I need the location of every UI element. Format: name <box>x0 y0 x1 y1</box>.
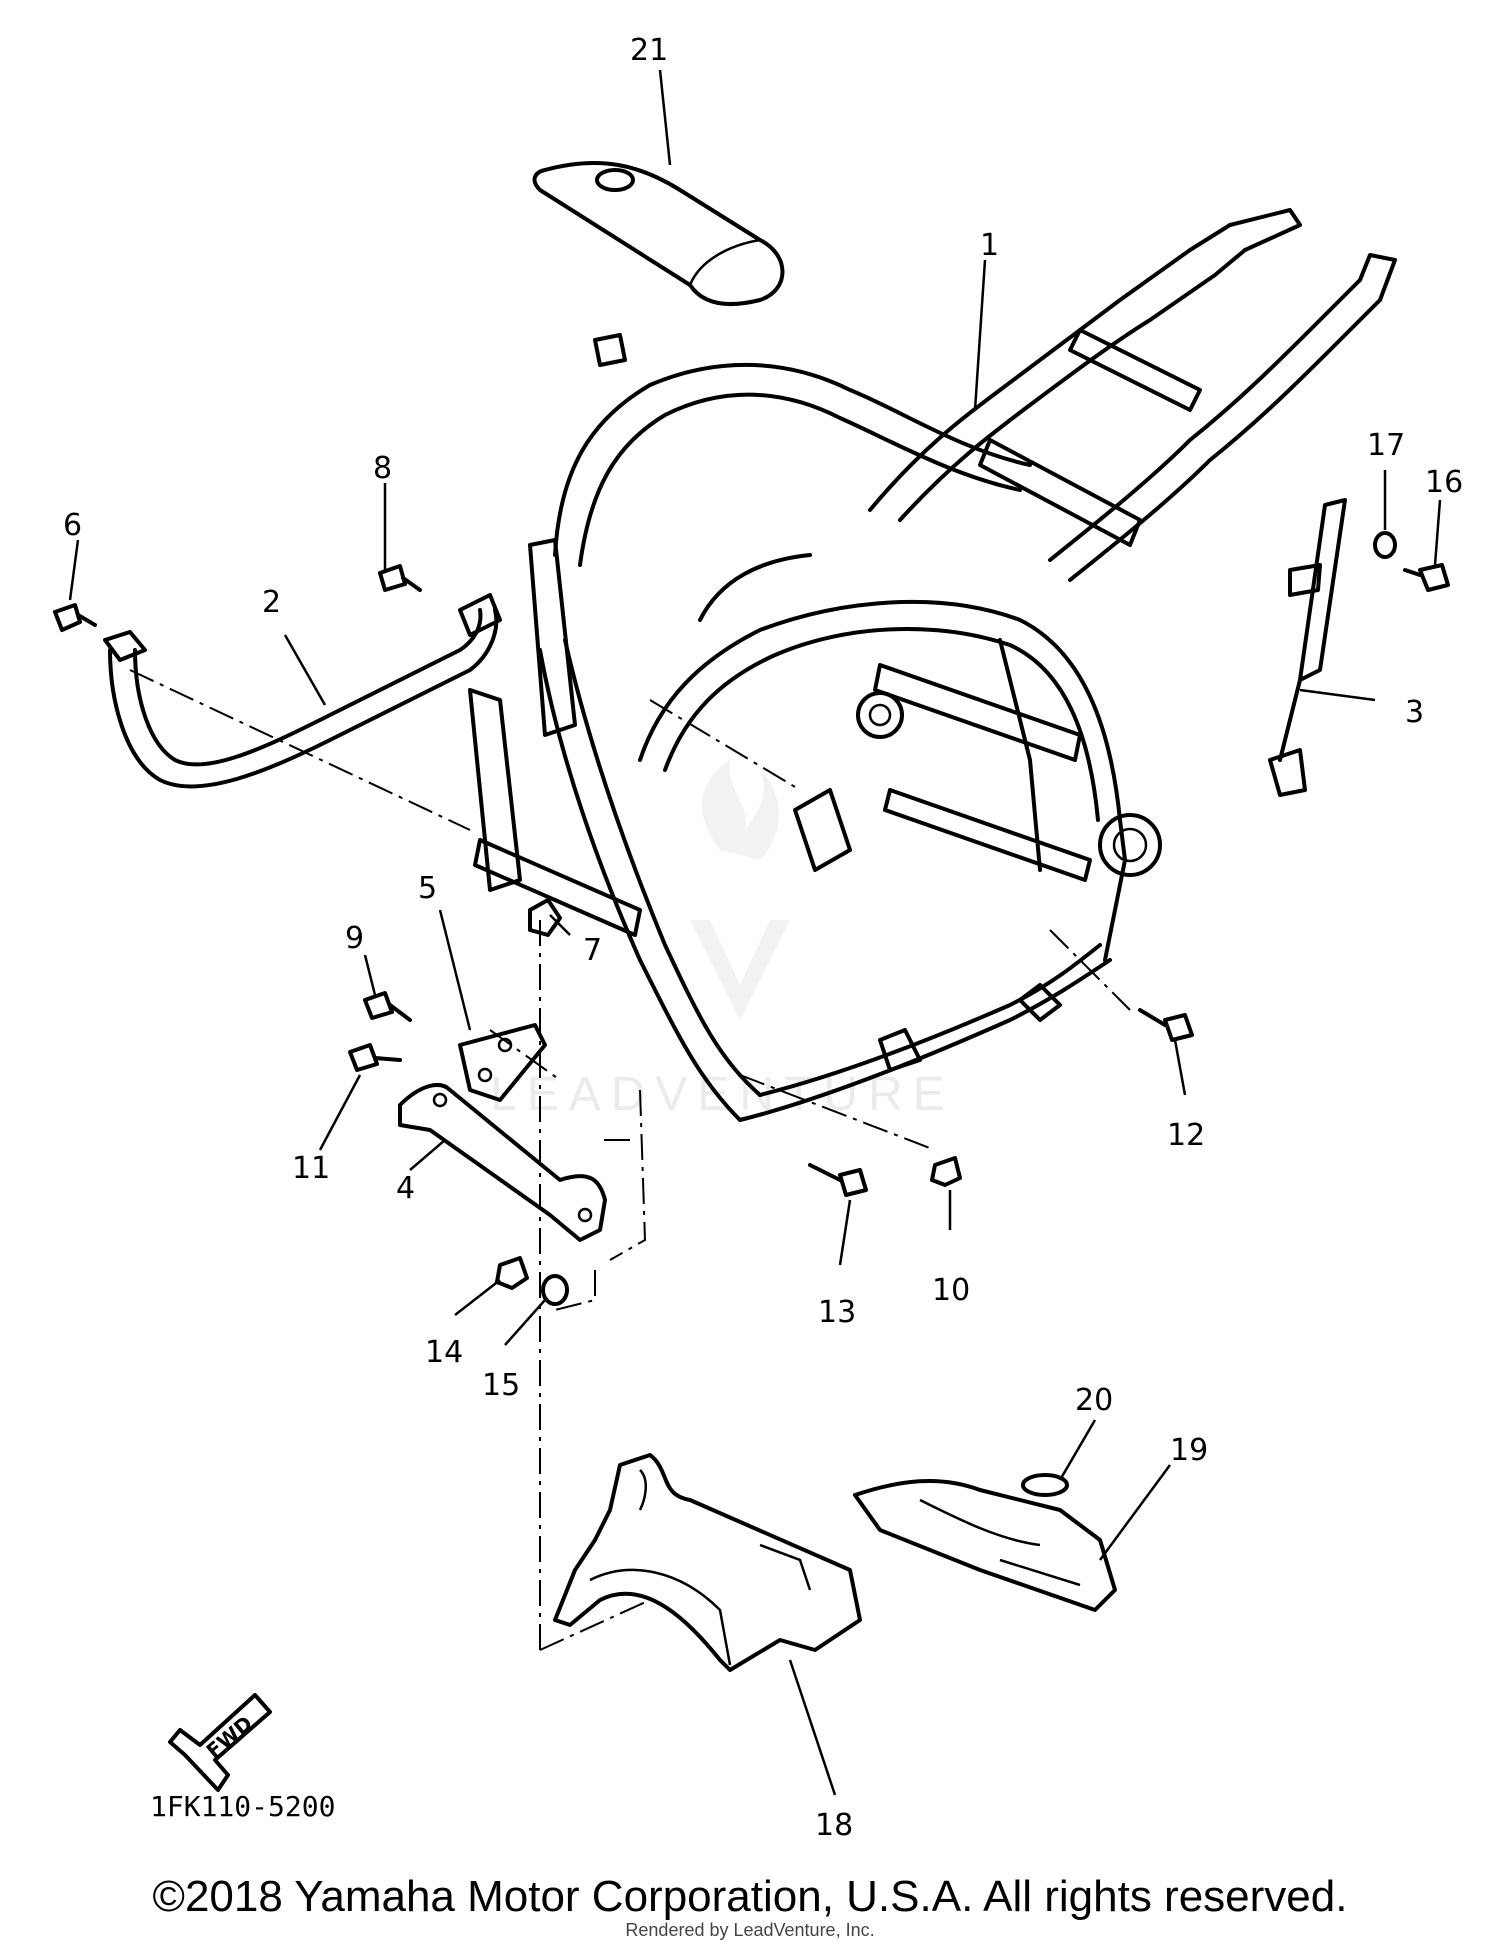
part-21-cover <box>532 160 785 307</box>
part-15-washer <box>541 1274 569 1306</box>
part-10-nut <box>930 1156 962 1187</box>
leader-lines <box>68 69 1442 1796</box>
part-20-damper <box>1021 1473 1069 1497</box>
part-6-bolt <box>53 603 97 632</box>
part-7-nut <box>528 898 562 937</box>
callout-2: 2 <box>262 585 281 620</box>
callout-4: 4 <box>396 1171 415 1206</box>
part-1-main-frame <box>468 208 1397 1122</box>
part-19-guard-plate <box>853 1478 1117 1612</box>
callout-6: 6 <box>63 508 82 543</box>
callout-14: 14 <box>425 1335 463 1370</box>
callout-1: 1 <box>980 228 999 263</box>
part-13-bolt <box>808 1163 868 1197</box>
callout-16: 16 <box>1425 465 1463 500</box>
callout-18: 18 <box>815 1808 853 1843</box>
part-16-bolt <box>1403 563 1450 592</box>
callout-17: 17 <box>1367 428 1405 463</box>
part-8-bolt <box>378 564 422 592</box>
part-11-bolt <box>348 1043 402 1072</box>
diagram-code: 1FK110-5200 <box>150 1790 336 1823</box>
callout-19: 19 <box>1170 1433 1208 1468</box>
callout-9: 9 <box>345 921 364 956</box>
callout-7: 7 <box>583 933 602 968</box>
callout-5: 5 <box>418 871 437 906</box>
part-3-rear-stay <box>1268 498 1347 797</box>
callout-11: 11 <box>292 1151 330 1186</box>
callout-3: 3 <box>1405 695 1424 730</box>
part-4-engine-bracket <box>398 1083 607 1242</box>
hardware <box>53 531 1450 1306</box>
part-2-front-guard <box>103 593 502 789</box>
callout-12: 12 <box>1167 1118 1205 1153</box>
callout-15: 15 <box>482 1368 520 1403</box>
callout-10: 10 <box>932 1273 970 1308</box>
part-17-washer <box>1373 531 1397 559</box>
part-12-bolt <box>1138 1008 1194 1042</box>
watermark-logo: LEADVENTURE <box>490 760 955 1121</box>
callout-21: 21 <box>630 33 668 68</box>
part-14-nut <box>495 1256 529 1290</box>
part-18-cover <box>553 1453 862 1672</box>
callout-20: 20 <box>1075 1383 1113 1418</box>
copyright-notice: ©2018 Yamaha Motor Corporation, U.S.A. A… <box>152 1872 1348 1921</box>
fwd-arrow-icon: FWD <box>168 1693 272 1792</box>
rendered-by-credit: Rendered by LeadVenture, Inc. <box>625 1920 875 1940</box>
assembly-lines <box>129 669 1131 1651</box>
watermark-text: LEADVENTURE <box>490 1068 955 1121</box>
callout-8: 8 <box>373 451 392 486</box>
callout-labels: 21 1 6 8 2 17 16 3 5 9 7 12 11 4 13 10 1… <box>63 33 1463 1843</box>
part-9-bolt <box>363 991 412 1022</box>
callout-13: 13 <box>818 1295 856 1330</box>
